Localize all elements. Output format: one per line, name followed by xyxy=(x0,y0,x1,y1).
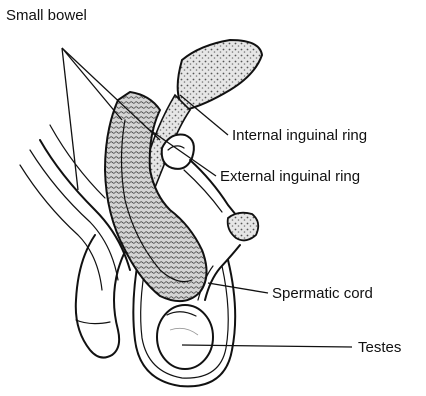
leader-small-bowel-2 xyxy=(62,48,122,120)
label-internal-inguinal-ring: Internal inguinal ring xyxy=(232,127,367,144)
label-testes: Testes xyxy=(358,339,401,356)
penis xyxy=(76,235,130,358)
label-spermatic-cord: Spermatic cord xyxy=(272,285,373,302)
leader-spermatic-cord xyxy=(208,283,268,293)
leader-small-bowel-1 xyxy=(62,48,78,190)
small-bowel xyxy=(105,92,207,301)
label-external-inguinal-ring: External inguinal ring xyxy=(220,168,360,185)
label-small-bowel: Small bowel xyxy=(6,7,87,24)
testis xyxy=(157,305,213,369)
